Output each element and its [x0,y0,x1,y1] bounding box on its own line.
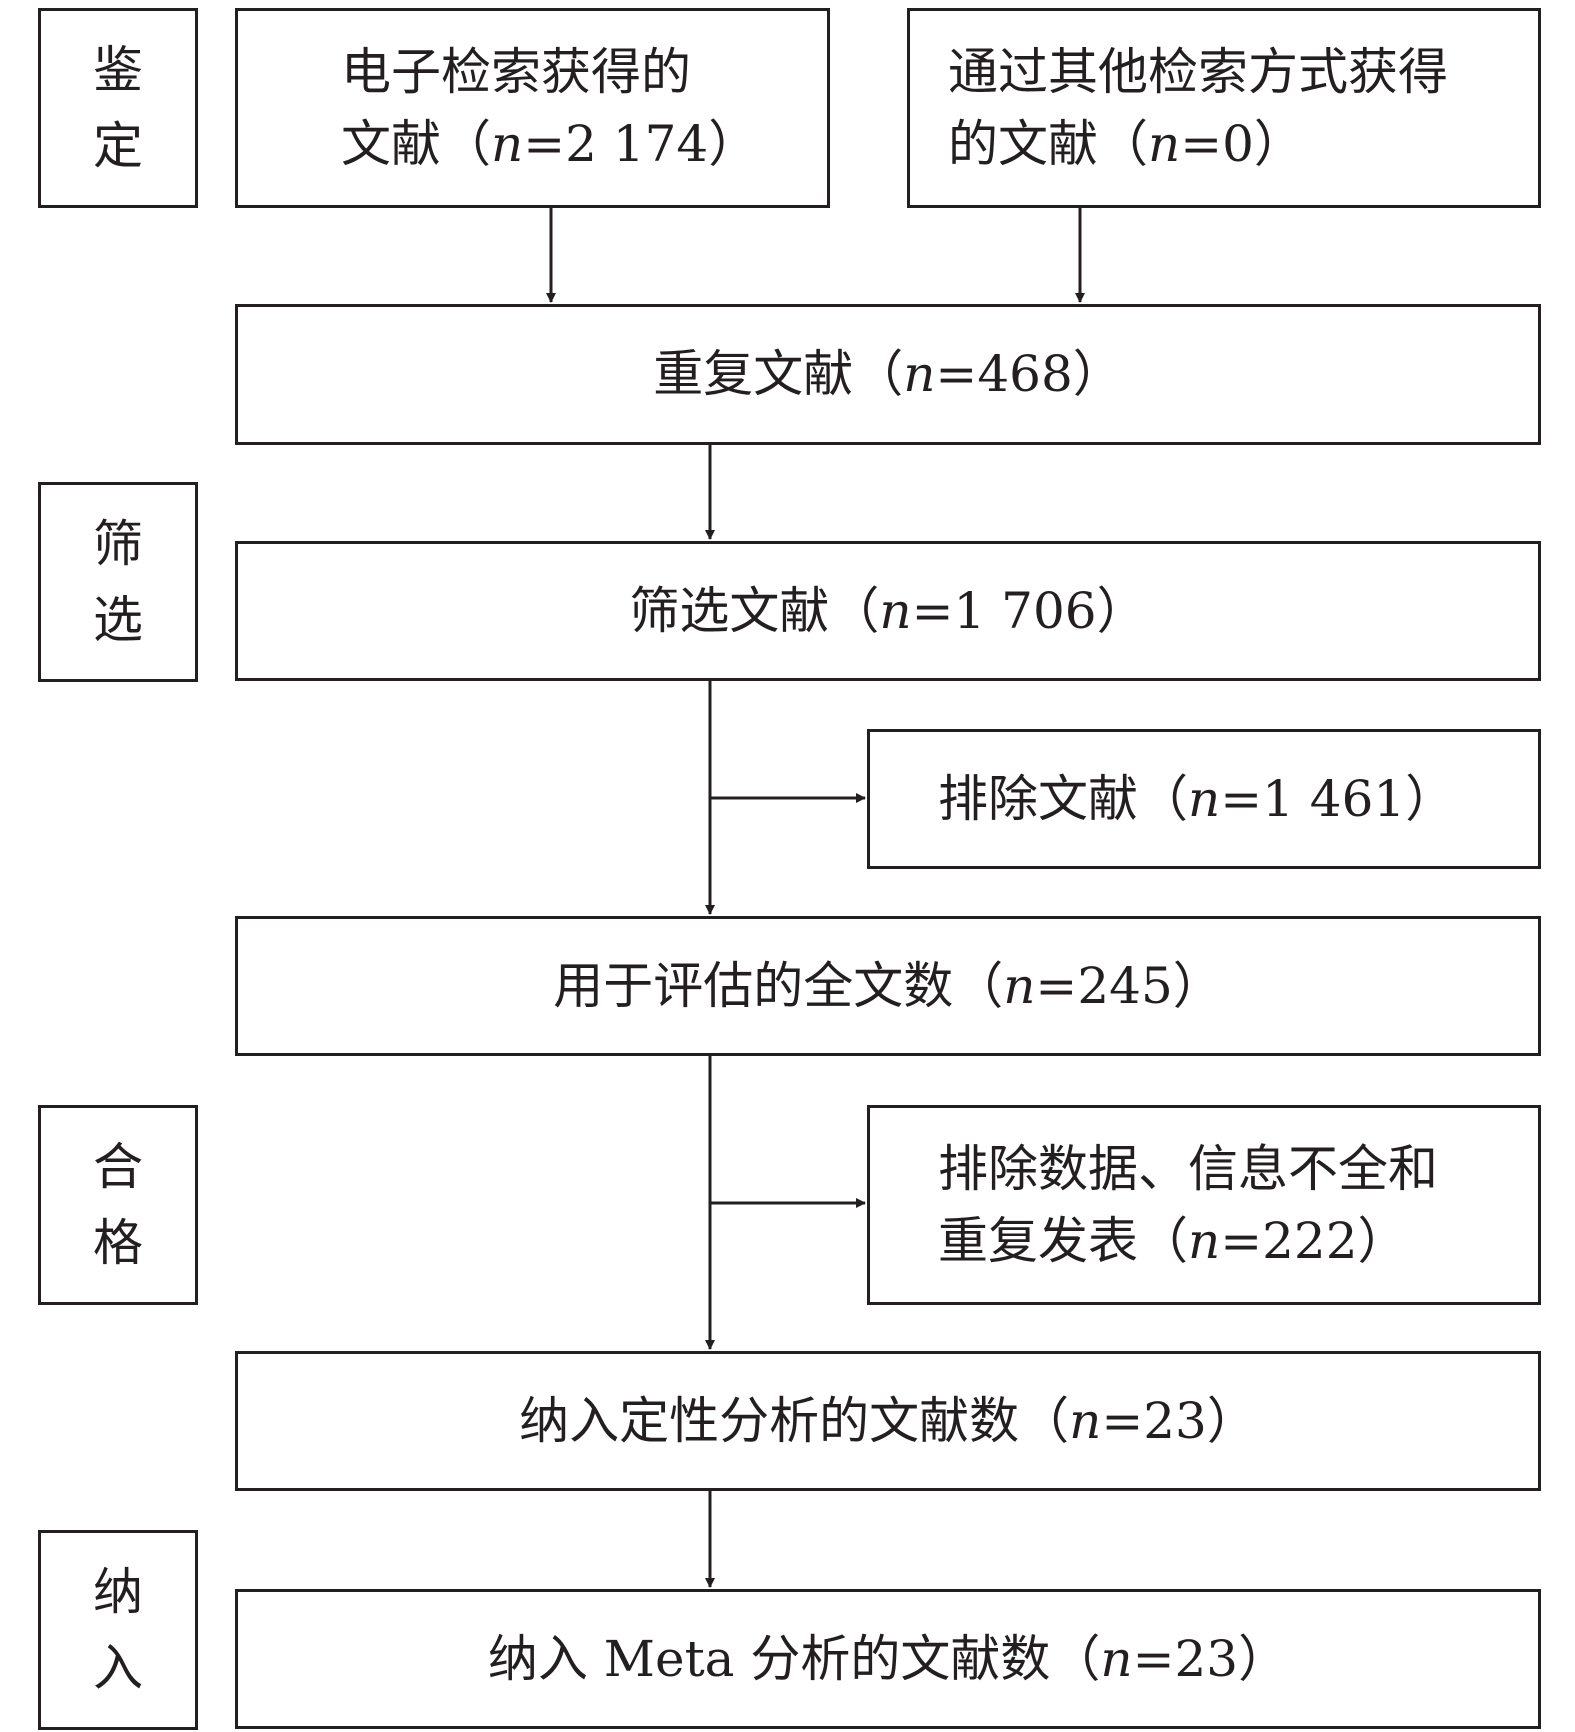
duplicates-text: 重复文献（n=468） [653,345,1123,404]
qualitative-box: 纳入定性分析的文献数（n=23） [235,1351,1541,1491]
screened-box: 筛选文献（n=1 706） [235,541,1541,681]
excluded-fulltext-line1: 排除数据、信息不全和 [938,1139,1438,1198]
excluded-fulltext-line2: 重复发表（n=222） [938,1212,1408,1270]
excluded-screening-box: 排除文献（n=1 461） [867,729,1541,869]
qualitative-text: 纳入定性分析的文献数（n=23） [519,1391,1257,1450]
other-search-box: 通过其他检索方式获得 的文献（n=0） [907,8,1541,208]
electronic-search-line1: 电子检索获得的 [341,42,691,101]
excluded-screening-text: 排除文献（n=1 461） [938,769,1456,828]
stage-label-eligibility: 合格 [38,1105,198,1305]
stage-label-identification: 鉴定 [38,8,198,208]
stage-label-screening-text: 筛选 [93,515,143,649]
fulltext-assessed-text: 用于评估的全文数（n=245） [553,956,1223,1015]
electronic-search-line2: 文献（n=2 174） [341,115,759,173]
meta-analysis-text: 纳入 Meta 分析的文献数（n=23） [487,1629,1289,1688]
stage-label-included-text: 纳入 [93,1563,143,1697]
stage-label-screening: 筛选 [38,482,198,682]
excluded-fulltext-box: 排除数据、信息不全和 重复发表（n=222） [867,1105,1541,1305]
stage-label-eligibility-text: 合格 [93,1138,143,1272]
duplicates-box: 重复文献（n=468） [235,304,1541,445]
meta-analysis-box: 纳入 Meta 分析的文献数（n=23） [235,1589,1541,1729]
stage-label-included: 纳入 [38,1530,198,1730]
other-search-line2: 的文献（n=0） [948,115,1304,173]
stage-label-identification-text: 鉴定 [93,41,143,175]
other-search-line1: 通过其他检索方式获得 [948,42,1448,101]
fulltext-assessed-box: 用于评估的全文数（n=245） [235,916,1541,1056]
screened-text: 筛选文献（n=1 706） [629,581,1147,640]
electronic-search-box: 电子检索获得的 文献（n=2 174） [235,8,830,208]
